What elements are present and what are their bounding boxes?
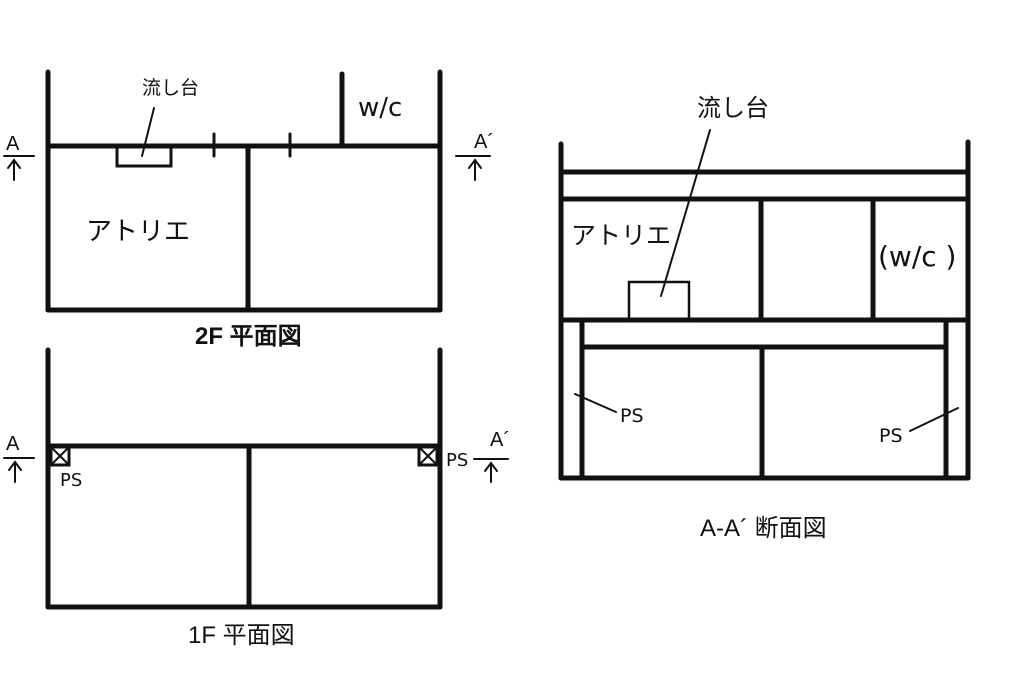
section-wc-label: (w/c ) [878, 240, 956, 273]
plan-2f: 流し台 w/c アトリエ 2F 平面図 A A´ [3, 69, 494, 350]
plan-1f-ps-left-label: PS [60, 470, 82, 491]
plan-2f-section-mark-left: A [3, 133, 35, 181]
plan-2f-section-mark-right: A´ [455, 131, 494, 181]
arrow-up-icon [7, 158, 21, 169]
section-ps-left-label: PS [620, 405, 644, 427]
section-title: A-A´ 断面図 [700, 515, 827, 542]
plan-1f-pipe-shaft-left [49, 445, 71, 467]
pipe-shaft-cross [418, 446, 438, 466]
plan-1f: PS PS 1F 平面図 A A´ [3, 347, 510, 649]
section-ps-right-label: PS [879, 425, 903, 447]
plan-2f-sink-leader [141, 107, 155, 157]
arrow-up-icon [468, 158, 482, 169]
pipe-shaft-cross [50, 446, 70, 466]
section-aa: 流し台 アトリエ (w/c ) PS PS A-A´ 断面図 [558, 94, 971, 542]
section-sink-label: 流し台 [697, 94, 769, 122]
plan-1f-ps-right-label: PS [446, 450, 468, 471]
section-sink-leader [660, 129, 711, 297]
plan-1f-pipe-shaft-right [417, 445, 439, 467]
section-ps-left-leader [574, 393, 617, 413]
pipe-shaft-box [49, 445, 71, 467]
arrow-up-icon [8, 460, 22, 471]
plan-1f-section-mark-right: A´ [473, 429, 510, 483]
section-mark-letter: A´ [474, 131, 494, 153]
pipe-shaft-box [417, 445, 439, 467]
plan-1f-section-mark-left: A [3, 433, 35, 483]
plan-1f-title: 1F 平面図 [188, 622, 295, 649]
plan-2f-wc-label: w/c [358, 93, 402, 123]
plan-2f-room-label: アトリエ [86, 217, 190, 247]
section-mark-letter: A´ [490, 429, 510, 451]
plan-2f-sink-label: 流し台 [142, 77, 199, 99]
arrow-up-icon [484, 461, 498, 472]
section-mark-letter: A [6, 433, 20, 455]
plan-2f-title: 2F 平面図 [195, 323, 302, 350]
section-sink [627, 280, 691, 322]
section-ps-right-leader [909, 407, 959, 432]
section-mark-letter: A [6, 133, 20, 155]
section-room-label: アトリエ [571, 221, 671, 250]
